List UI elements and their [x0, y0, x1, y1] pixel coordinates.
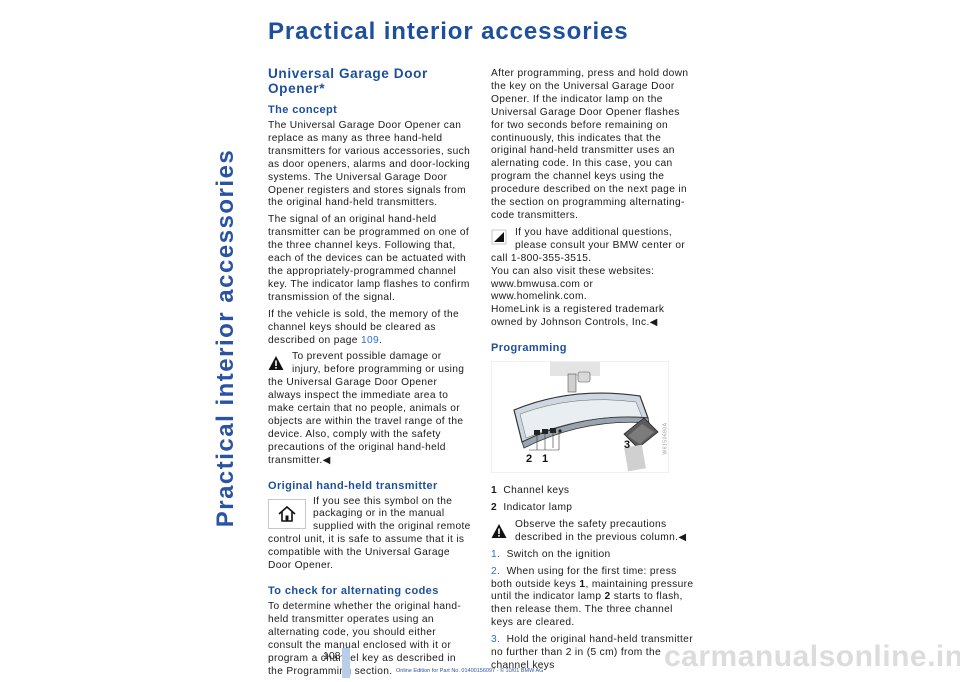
info-note-line-2: You can also visit these websites:	[491, 265, 655, 277]
step-number-2: 2.	[491, 565, 501, 577]
alternating-code-paragraph: After programming, press and hold down t…	[491, 68, 689, 221]
step-number-3: 3.	[491, 634, 501, 646]
mirror-illustration: 2 1 3 W6150680A	[491, 361, 669, 474]
legend-text-1: Channel keys	[503, 485, 570, 497]
concept-paragraph-1: The Universal Garage Door Opener can rep…	[268, 120, 471, 209]
warning-icon	[268, 356, 284, 371]
watermark: carmanualsonline.info	[664, 640, 960, 673]
warning-note-1: To prevent possible damage or injury, be…	[268, 351, 472, 467]
info-note: If you have additional questions, please…	[491, 227, 695, 330]
legend-item-1: 1 Channel keys	[491, 485, 695, 498]
compatibility-note: If you see this symbol on the packaging …	[268, 496, 472, 573]
step-text-2c: starts to flash, then release them. The …	[491, 591, 683, 629]
step-2: 2. When using for the first time: press …	[491, 566, 695, 631]
website-bmwusa[interactable]: www.bmwusa.com or	[491, 278, 594, 290]
callout-2: 2	[526, 453, 532, 465]
homelink-house-icon	[268, 498, 306, 529]
original-transmitter-heading: Original hand-held transmitter	[268, 479, 438, 492]
page-link[interactable]: 109	[360, 334, 380, 346]
warning-note-2: Observe the safety precautions described…	[491, 519, 695, 545]
info-note-line-1: If you have additional questions, please…	[491, 226, 686, 264]
alternating-codes-text: To determine whether the original hand-h…	[268, 601, 462, 677]
callout-3: 3	[624, 439, 630, 451]
step-3: 3. Hold the original hand-held transmitt…	[491, 634, 695, 673]
step-key-ref-1: 1	[579, 578, 586, 590]
step-text-3: Hold the original hand-held transmitter …	[491, 634, 693, 671]
concept-p3-end: .	[379, 334, 383, 346]
rearview-mirror-image: 2 1 3	[513, 362, 659, 472]
alternating-codes-heading: To check for alternating codes	[268, 585, 439, 597]
step-text-1: Switch on the ignition	[506, 548, 611, 560]
step-text-2a: When using for the first time: press bot…	[491, 565, 677, 590]
legend-text-2: Indicator lamp	[503, 502, 573, 514]
legend-item-2: 2 Indicator lamp	[491, 502, 695, 515]
callout-1: 1	[542, 453, 548, 465]
footer-edition: Online Edition for Part No. 01400156097 …	[396, 668, 544, 674]
concept-paragraph-2: The signal of an original hand-held tran…	[268, 214, 470, 303]
page-edge-bar	[342, 648, 350, 678]
column-left: Universal Garage Door Opener* The concep…	[268, 66, 472, 682]
warning-text-2: Observe the safety precautions described…	[515, 518, 687, 543]
compatibility-text: If you see this symbol on the packaging …	[268, 495, 471, 572]
column-right: After programming, press and hold down t…	[491, 68, 695, 677]
page-number: 108	[323, 650, 341, 662]
warning-icon	[491, 523, 507, 538]
concept-p3-text: If the vehicle is sold, the memory of th…	[268, 308, 460, 346]
step-text-2b: , maintaining pressure until the indicat…	[491, 578, 694, 603]
figure-id: W6150680A	[662, 422, 669, 455]
side-title: Practical interior accessories	[212, 148, 239, 528]
section-title: Universal Garage Door Opener*	[268, 66, 428, 96]
page-title: Practical interior accessories	[268, 18, 629, 45]
trademark-text: HomeLink is a registered trademark owned…	[491, 304, 665, 329]
step-1: 1. Switch on the ignition	[491, 549, 695, 562]
website-homelink[interactable]: www.homelink.com.	[491, 291, 587, 303]
programming-heading: Programming	[491, 342, 567, 355]
step-key-ref-2: 2	[604, 591, 611, 603]
warning-text-1: To prevent possible damage or injury, be…	[268, 351, 465, 466]
note-icon	[491, 229, 507, 245]
step-number-1: 1.	[491, 548, 501, 560]
concept-heading: The concept	[268, 104, 338, 116]
legend-num-1: 1	[491, 485, 498, 497]
legend-num-2: 2	[491, 502, 498, 514]
concept-paragraph-3: If the vehicle is sold, the memory of th…	[268, 309, 472, 348]
